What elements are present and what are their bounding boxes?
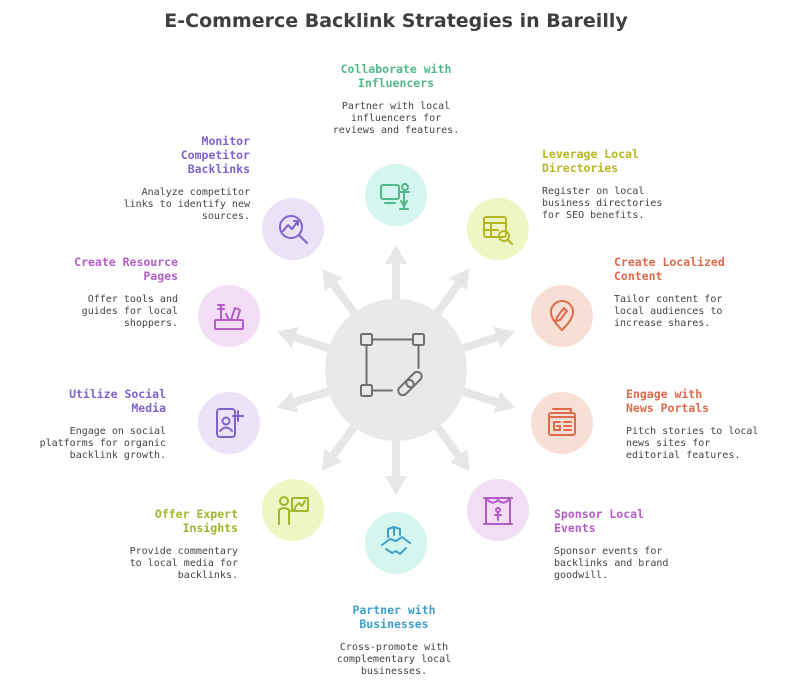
news-icon-circle xyxy=(531,392,593,454)
strategy-description: Sponsor events for backlinks and brand g… xyxy=(554,546,669,581)
competitor-icon-badge xyxy=(262,198,324,260)
strategy-title: Monitor Competitor Backlinks xyxy=(180,134,250,176)
strategy-title: Partner with Businesses xyxy=(352,603,436,631)
strategy-icons xyxy=(198,164,593,574)
strategy-description: Register on local business directories f… xyxy=(542,186,663,221)
directories-icon-badge xyxy=(467,198,529,260)
events-icon-circle xyxy=(467,479,529,541)
arrow-resource xyxy=(277,326,341,356)
strategy-description: Offer tools and guides for local shopper… xyxy=(81,294,178,329)
link-node-icon xyxy=(360,333,425,397)
location-edit-icon xyxy=(550,300,574,331)
arrow-businesses xyxy=(385,430,407,495)
strategy-description: Pitch stories to local news sites for ed… xyxy=(626,426,759,461)
events-icon-badge xyxy=(467,479,529,541)
arrow-competitor xyxy=(322,269,364,324)
strategy-title: Engage with News Portals xyxy=(626,387,710,415)
arrow-social xyxy=(276,384,340,413)
toolbox-icon xyxy=(214,304,244,330)
strategy-title: Offer Expert Insights xyxy=(154,507,238,535)
social-icon-badge xyxy=(198,392,260,454)
strategy-title: Utilize Social Media xyxy=(69,387,166,415)
expert-icon-badge xyxy=(262,479,324,541)
strategy-title: Collaborate with Influencers xyxy=(340,62,452,90)
strategy-description: Partner with local influencers for revie… xyxy=(332,101,460,136)
directory-search-icon xyxy=(483,216,513,245)
businesses-icon-circle xyxy=(365,512,427,574)
diagram-title: E-Commerce Backlink Strategies in Bareil… xyxy=(164,10,628,32)
resource-icon-badge xyxy=(198,285,260,347)
hub-circle xyxy=(325,299,467,441)
handshake-icon xyxy=(381,526,411,555)
strategy-title: Leverage Local Directories xyxy=(542,147,639,175)
arrow-expert xyxy=(321,416,364,471)
newspaper-icon xyxy=(548,408,576,436)
arrow-news xyxy=(451,384,516,413)
localized-icon-badge xyxy=(531,285,593,347)
arrow-events xyxy=(428,416,470,471)
expert-presentation-icon xyxy=(278,496,309,525)
strategy-title: Create Resource Pages xyxy=(74,255,178,283)
arrow-influencers xyxy=(385,245,407,310)
strategy-description: Engage on social platforms for organic b… xyxy=(39,426,166,461)
influencers-icon-badge xyxy=(365,164,427,226)
trend-search-icon xyxy=(279,215,308,244)
radial-arrows xyxy=(276,245,516,495)
strategy-title: Sponsor Local Events xyxy=(554,507,645,535)
influencers-icon-circle xyxy=(365,164,427,226)
arrow-localized xyxy=(451,326,515,356)
strategy-description: Analyze competitor links to identify new… xyxy=(123,187,250,222)
businesses-icon-badge xyxy=(365,512,427,574)
strategy-description: Tailor content for local audiences to in… xyxy=(614,294,723,329)
strategy-title: Create Localized Content xyxy=(614,255,725,283)
add-user-phone-icon xyxy=(216,408,244,438)
presenter-easel-icon xyxy=(380,183,410,210)
arrow-directories xyxy=(427,268,470,324)
resource-icon-circle xyxy=(198,285,260,347)
stage-event-icon xyxy=(483,497,513,525)
strategy-description: Cross-promote with complementary local b… xyxy=(336,642,452,677)
strategy-description: Provide commentary to local media for ba… xyxy=(129,546,238,581)
news-icon-badge xyxy=(531,392,593,454)
